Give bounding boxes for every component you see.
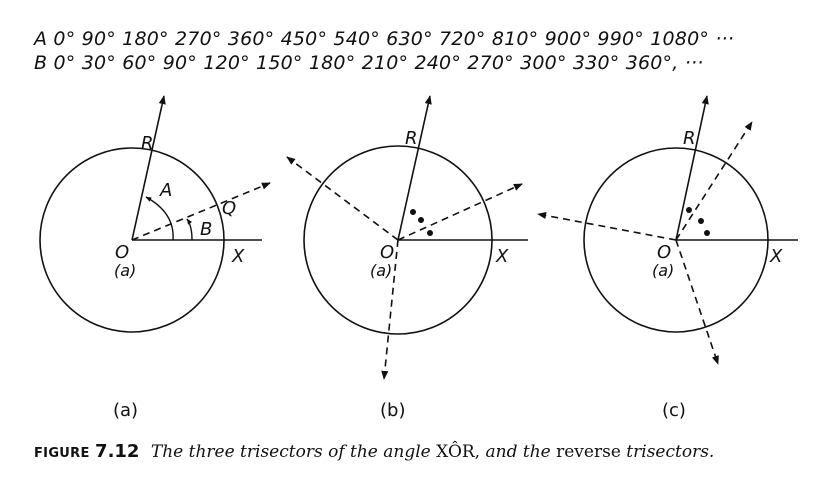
ray-or-a xyxy=(131,95,166,241)
subfigure-label-a: (a) xyxy=(113,400,139,421)
dot-b-1 xyxy=(410,209,416,215)
label-x-b: X xyxy=(495,246,509,267)
subfigure-label-c: (c) xyxy=(662,400,686,421)
label-q-a: Q xyxy=(222,198,236,219)
trisector-b-1 xyxy=(397,183,523,241)
caption-text-1: The three trisectors of the angle xyxy=(150,442,431,462)
label-inner-a-c: (a) xyxy=(652,261,674,280)
ray-oq-a xyxy=(131,182,271,241)
ray-or-c xyxy=(675,95,709,241)
trisector-c-3 xyxy=(675,239,719,365)
figure-caption: FIGURE 7.12 The three trisectors of the … xyxy=(34,441,714,462)
panel-b: R O X (a) xyxy=(286,95,528,380)
caption-angle: XÔR, xyxy=(436,442,481,462)
arc-angle-a xyxy=(145,196,174,241)
caption-number: 7.12 xyxy=(95,441,140,462)
sequence-b: B 0° 30° 60° 90° 120° 150° 180° 210° 240… xyxy=(34,52,704,74)
arc-angle-b xyxy=(186,218,193,241)
caption-text-4: trisectors. xyxy=(626,442,715,462)
dot-b-2 xyxy=(418,217,424,223)
panel-c: R O X (a) xyxy=(537,95,798,365)
subfigure-label-b: (b) xyxy=(380,400,406,421)
dot-c-3 xyxy=(704,230,710,236)
label-a-angle: A xyxy=(159,180,172,201)
caption-text-3: reverse xyxy=(556,442,621,462)
label-r-b: R xyxy=(405,128,418,149)
ray-or-b xyxy=(397,95,432,241)
label-o-b: O xyxy=(380,242,394,263)
dot-c-1 xyxy=(686,207,692,213)
label-o-c: O xyxy=(657,242,671,263)
caption-text-2: and the xyxy=(485,442,551,462)
label-inner-a-a: (a) xyxy=(114,261,136,280)
label-o-a: O xyxy=(115,242,129,263)
label-x-c: X xyxy=(769,246,783,267)
panel-a: R A B Q O X (a) xyxy=(39,95,271,333)
caption-label: FIGURE xyxy=(34,446,90,461)
sequence-a: A 0° 90° 180° 270° 360° 450° 540° 630° 7… xyxy=(34,28,735,50)
trisector-b-2 xyxy=(286,156,399,241)
label-r-c: R xyxy=(683,128,696,149)
label-b-angle: B xyxy=(200,219,212,240)
dot-b-3 xyxy=(427,230,433,236)
label-inner-a-b: (a) xyxy=(370,261,392,280)
dot-c-2 xyxy=(698,218,704,224)
trisector-c-2 xyxy=(537,211,677,241)
label-x-a: X xyxy=(231,246,245,267)
label-r-a: R xyxy=(141,133,154,154)
